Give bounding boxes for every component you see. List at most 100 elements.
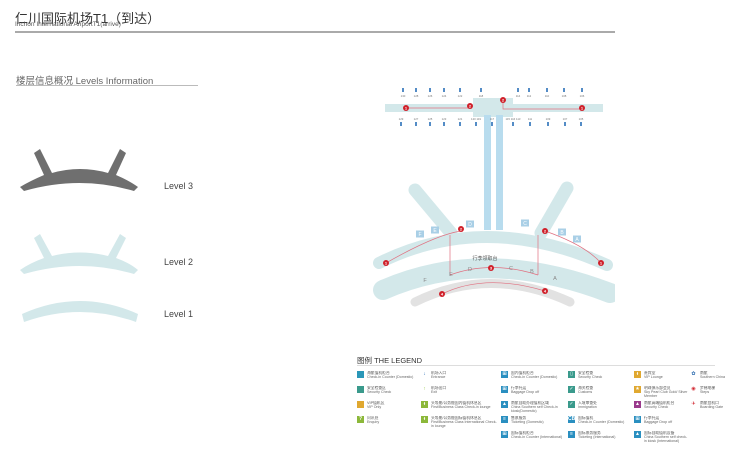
legend-label-en: Steps bbox=[700, 390, 710, 395]
legend-label-en: Immigration bbox=[578, 405, 597, 410]
elevator-marker-icon[interactable] bbox=[439, 291, 445, 297]
elevator-marker-number: 2 bbox=[502, 97, 505, 102]
legend-label-en: Check-in Counter (International) bbox=[511, 435, 563, 440]
legend-heading: 图例 THE LEGEND bbox=[357, 356, 423, 365]
elevator-marker-icon[interactable] bbox=[467, 103, 473, 109]
pier-zone-box bbox=[466, 220, 474, 228]
pier-zone-label: F bbox=[418, 232, 421, 238]
elevator-marker-icon[interactable] bbox=[488, 265, 494, 271]
gate-bridge-icon bbox=[402, 88, 404, 92]
elevator-marker-icon[interactable] bbox=[598, 260, 604, 266]
legend-label-zh: 南航高端值机柜台 bbox=[644, 401, 675, 405]
gate-bridge-icon bbox=[459, 122, 461, 126]
level-3-label[interactable]: Level 3 bbox=[164, 181, 194, 191]
legend-symbol-icon: ᵻ bbox=[421, 401, 428, 408]
legend-symbol-icon: ★ bbox=[634, 386, 641, 393]
legend-symbol-icon: ▯ bbox=[568, 371, 575, 378]
elevator-marker-number: 2 bbox=[460, 226, 463, 231]
gate-bridge-icon bbox=[581, 88, 583, 92]
legend-label-en: Security Check bbox=[367, 390, 392, 395]
legend-symbol-icon: ? bbox=[357, 416, 364, 423]
gate-bridge-icon bbox=[517, 88, 519, 92]
legend-label-zh: 国际自助值机设备 bbox=[644, 431, 675, 435]
header-divider bbox=[15, 31, 615, 33]
levels-heading: 楼层信息概况 Levels Information bbox=[16, 76, 154, 87]
level-3-shape[interactable] bbox=[18, 145, 143, 197]
legend-symbol-icon: ✓ bbox=[568, 401, 575, 408]
gate-bridge-icon bbox=[512, 122, 514, 126]
elevator-marker-icon[interactable] bbox=[579, 105, 585, 111]
gate-bridge-icon bbox=[429, 122, 431, 126]
gate-bridge-icon bbox=[443, 88, 445, 92]
elevator-marker-icon[interactable] bbox=[542, 228, 548, 234]
legend-label-zh: 入境审查处 bbox=[578, 401, 597, 405]
legend-label-zh: 海关检查 bbox=[578, 386, 594, 390]
elevator-marker-icon[interactable] bbox=[458, 226, 464, 232]
legend-label-en: VIP Only bbox=[367, 405, 382, 410]
gate-number: 125 bbox=[428, 117, 433, 121]
level-1-label[interactable]: Level 1 bbox=[164, 309, 194, 319]
elevator-marker-number: 4 bbox=[544, 288, 547, 293]
pier-zone-label: C bbox=[523, 221, 527, 227]
gate-number: 122 bbox=[458, 94, 463, 98]
legend-label-zh: 步梯电梯 bbox=[700, 386, 716, 390]
legend-label-en: Check-in Counter (Domestic) bbox=[511, 375, 558, 380]
elevator-marker-number: 2 bbox=[469, 103, 472, 108]
legend-symbol-icon: ≡ bbox=[568, 431, 575, 438]
elevator-marker-number: 3 bbox=[490, 265, 493, 270]
gate-number: 121 bbox=[458, 117, 463, 121]
legend-symbol-icon bbox=[357, 371, 364, 378]
pier-zone-label: B bbox=[560, 230, 564, 236]
page-title: 仁川国际机场T1（到达） bbox=[15, 11, 161, 26]
legend-label-zh: 售票服务 bbox=[511, 416, 527, 420]
elevator-marker-icon[interactable] bbox=[383, 260, 389, 266]
elevator-marker-icon[interactable] bbox=[542, 288, 548, 294]
legend-symbol-icon bbox=[357, 401, 364, 408]
gate-number: 112 bbox=[527, 94, 532, 98]
level-2-shape[interactable] bbox=[18, 230, 143, 276]
legend-label-en: China Southern self check-in kiosk (Inte… bbox=[644, 435, 688, 444]
baggage-claim-label: 行李领取台 bbox=[472, 255, 497, 262]
legend-symbol-icon: ⊞ bbox=[501, 431, 508, 438]
legend-label-en: Baggage Drop off bbox=[644, 420, 673, 425]
gate-number: 109 bbox=[546, 117, 551, 121]
gate-bridge-icon bbox=[563, 88, 565, 92]
legend-label-zh: 明珠俱乐部会员 bbox=[644, 386, 671, 390]
legend-symbol-icon: ⊞ bbox=[501, 371, 508, 378]
level-1-shape[interactable] bbox=[18, 294, 143, 326]
terminal-zone-label: A bbox=[553, 276, 557, 282]
legend-label-en: Ticketing (International) bbox=[578, 435, 616, 440]
gate-bridge-icon bbox=[475, 122, 477, 126]
level-2-label[interactable]: Level 2 bbox=[164, 257, 194, 267]
legend-label-en: Enquiry bbox=[367, 420, 380, 425]
legend-symbol-icon: ▲ bbox=[501, 401, 508, 408]
legend-symbol-icon: ᵻ bbox=[421, 416, 428, 423]
gate-number: 114 bbox=[516, 94, 521, 98]
elevator-marker-icon[interactable] bbox=[403, 105, 409, 111]
gate-bridge-icon bbox=[459, 88, 461, 92]
legend-label-en: Security Check bbox=[578, 375, 603, 380]
elevator-marker-icon[interactable] bbox=[500, 97, 506, 103]
gate-bridge-icon bbox=[564, 122, 566, 126]
legend-label-zh: 国内值机柜台 bbox=[511, 371, 534, 375]
gate-number: 120 119 bbox=[471, 117, 481, 121]
gate-number: 110 bbox=[545, 94, 550, 98]
legend-label-en: Southern China bbox=[700, 375, 725, 380]
legend-symbol-icon: ▲ bbox=[634, 431, 641, 438]
terminal-zone-label: F bbox=[423, 278, 427, 284]
legend-label-zh: 海航值机柜台 bbox=[367, 371, 390, 375]
legend-symbol-icon: CB bbox=[568, 416, 576, 423]
legend-label-zh: 南航自助办理值机区域 bbox=[511, 401, 549, 405]
legend-symbol-icon: ✿ bbox=[691, 371, 696, 377]
pier-zone-label: E bbox=[433, 228, 437, 234]
gate-number: 106 bbox=[580, 94, 585, 98]
